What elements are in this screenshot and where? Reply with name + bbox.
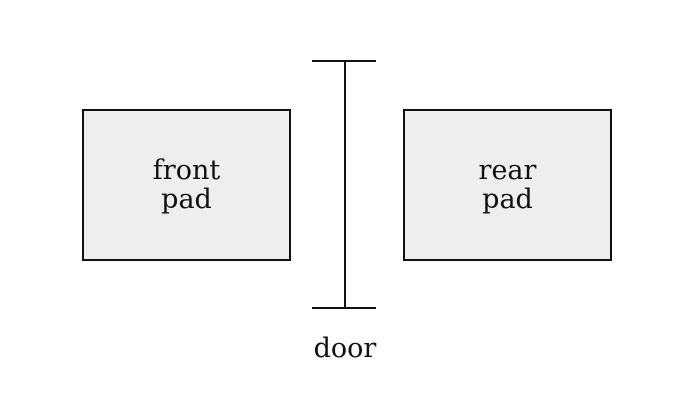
door-line: [344, 61, 346, 308]
front-pad: front pad: [82, 109, 291, 261]
door-bottom-cap: [312, 307, 376, 309]
rear-pad-label-line2: pad: [482, 184, 533, 215]
door-marker: [312, 60, 376, 310]
rear-pad-label: rear pad: [479, 156, 537, 214]
front-pad-label-line1: front: [152, 155, 221, 186]
front-pad-label-line2: pad: [161, 184, 212, 215]
rear-pad-label-line1: rear: [478, 155, 537, 186]
front-pad-label: front pad: [153, 156, 220, 214]
rear-pad: rear pad: [403, 109, 612, 261]
door-label: door: [313, 333, 377, 364]
